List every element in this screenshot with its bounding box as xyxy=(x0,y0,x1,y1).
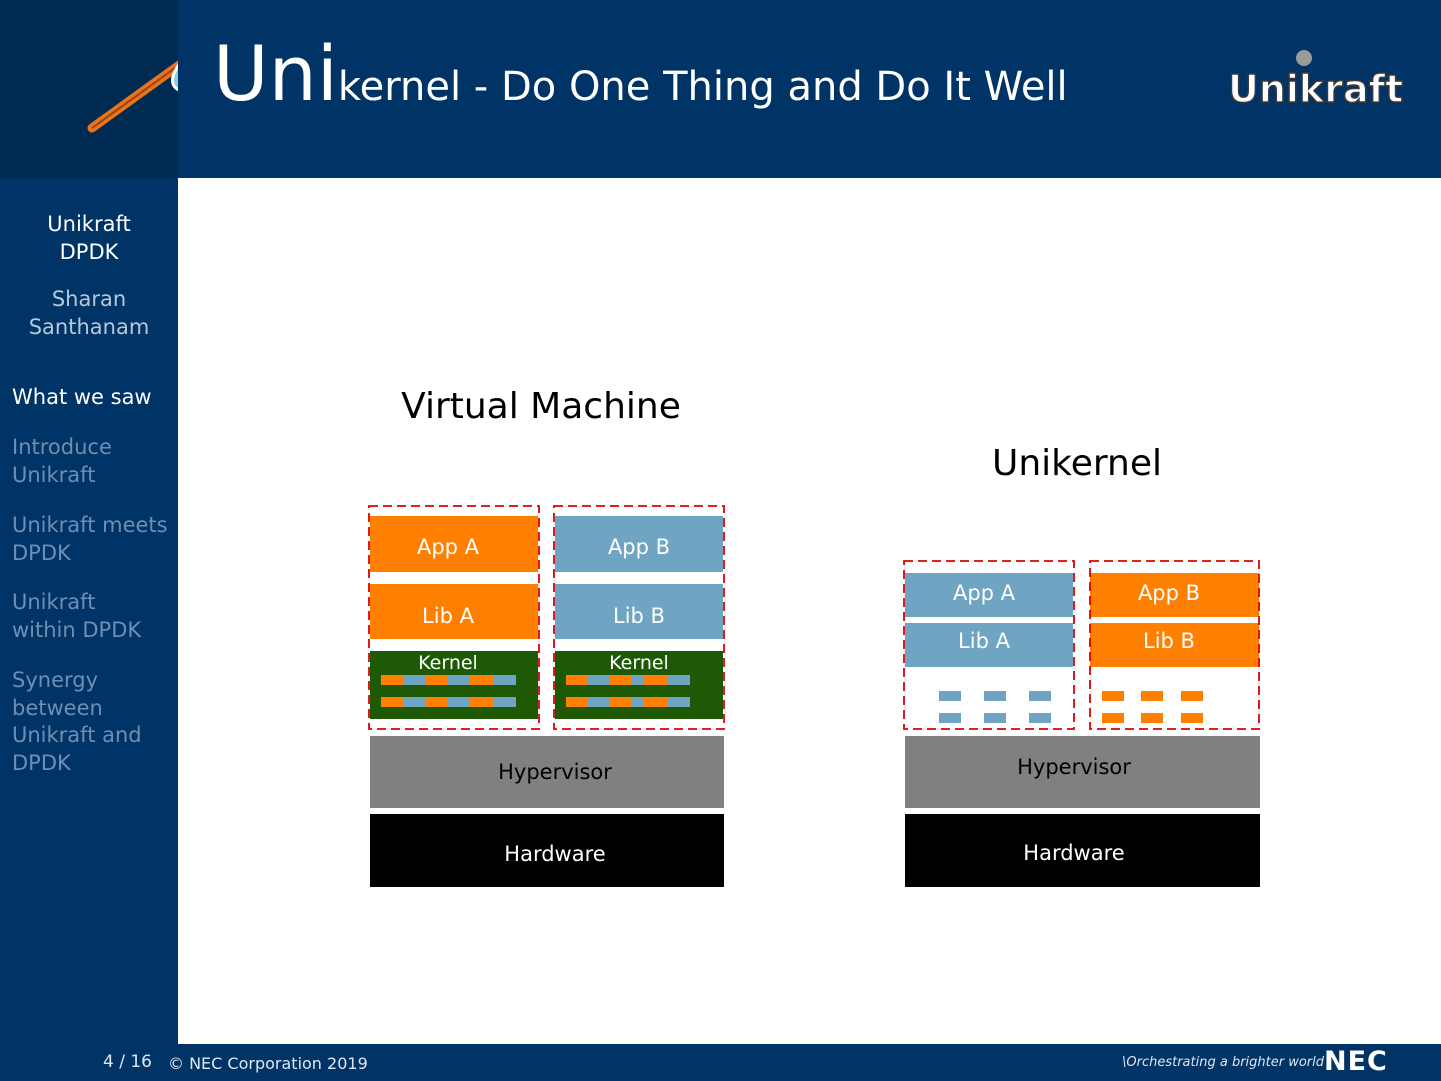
uk-a-boundary xyxy=(903,560,1075,730)
sidebar-item-unikraft-within-dpdk[interactable]: Unikraft within DPDK xyxy=(12,590,142,642)
uk-lib-a-label: Lib A xyxy=(958,629,1011,653)
sidebar-item-introduce-unikraft[interactable]: Introduce Unikraft xyxy=(12,435,112,487)
slide-title: Unikernel - Do One Thing and Do It Well xyxy=(213,36,1068,112)
sidebar-item-synergy[interactable]: Synergy between Unikraft and DPDK xyxy=(12,668,142,775)
vm-app-a-block xyxy=(370,516,538,572)
page-counter: 4 / 16 xyxy=(103,1052,152,1072)
vm-kernel-b-label: Kernel xyxy=(609,652,669,674)
vm-lib-a-block xyxy=(370,584,538,639)
vm-lib-a-label: Lib A xyxy=(422,604,475,628)
title-prefix: Uni xyxy=(213,29,338,118)
uk-hardware-label: Hardware xyxy=(1023,841,1124,865)
unikraft-logo: Unikraft xyxy=(1224,44,1404,114)
vm-kernel-a-label: Kernel xyxy=(418,652,478,674)
vm-b-boundary xyxy=(553,505,725,730)
sidebar-nav: Unikraft DPDK Sharan Santhanam What we s… xyxy=(0,178,178,1044)
vm-hypervisor-block xyxy=(370,736,724,808)
sidebar-item-unikraft-meets-dpdk[interactable]: Unikraft meets DPDK xyxy=(12,513,168,565)
title-rest: kernel - Do One Thing and Do It Well xyxy=(337,64,1068,110)
copyright-text: © NEC Corporation 2019 xyxy=(168,1054,368,1073)
uk-lib-b-label: Lib B xyxy=(1143,629,1195,653)
vm-a-boundary xyxy=(368,505,540,730)
svg-text:Unikraft: Unikraft xyxy=(1228,67,1403,111)
deck-title: Unikraft DPDK xyxy=(47,212,131,264)
vm-kernel-a-modules xyxy=(381,675,516,707)
uk-app-b-block xyxy=(1090,573,1259,617)
uk-app-b-label: App B xyxy=(1138,581,1200,605)
vm-hardware-label: Hardware xyxy=(504,842,605,866)
vm-lib-b-label: Lib B xyxy=(613,604,665,628)
vm-app-b-block xyxy=(555,516,723,572)
uk-lib-b-block xyxy=(1090,623,1259,667)
vm-hardware-block xyxy=(370,814,724,887)
vm-app-b-label: App B xyxy=(608,535,670,559)
vm-hypervisor-label: Hypervisor xyxy=(498,760,612,784)
uk-hypervisor-block xyxy=(905,736,1260,808)
uk-b-kernel-modules xyxy=(1102,691,1203,723)
sidebar-item-what-we-saw[interactable]: What we saw xyxy=(12,385,152,409)
vm-lib-b-block xyxy=(555,584,723,639)
footer-bar: 4 / 16 © NEC Corporation 2019 \Orchestra… xyxy=(0,1044,1441,1081)
tagline-text: \Orchestrating a brighter world xyxy=(1122,1055,1325,1070)
vm-app-a-label: App A xyxy=(417,535,480,559)
uk-b-boundary xyxy=(1089,560,1260,730)
uk-lib-a-block xyxy=(905,623,1073,667)
uk-app-a-label: App A xyxy=(953,581,1016,605)
unikernel-heading: Unikernel xyxy=(992,443,1162,484)
uk-hardware-block xyxy=(905,814,1260,887)
uk-hypervisor-label: Hypervisor xyxy=(1017,755,1131,779)
vm-kernel-b-modules xyxy=(566,675,690,707)
author-name: Sharan Santhanam xyxy=(28,287,150,339)
title-bar xyxy=(0,0,1441,178)
uk-app-a-block xyxy=(905,573,1073,617)
vm-heading: Virtual Machine xyxy=(401,386,681,427)
uk-a-kernel-modules xyxy=(939,691,1051,723)
nec-logo: NEC xyxy=(1324,1046,1388,1077)
architecture-diagram: Virtual Machine Unikernel App A Lib A Ke… xyxy=(368,386,1260,887)
